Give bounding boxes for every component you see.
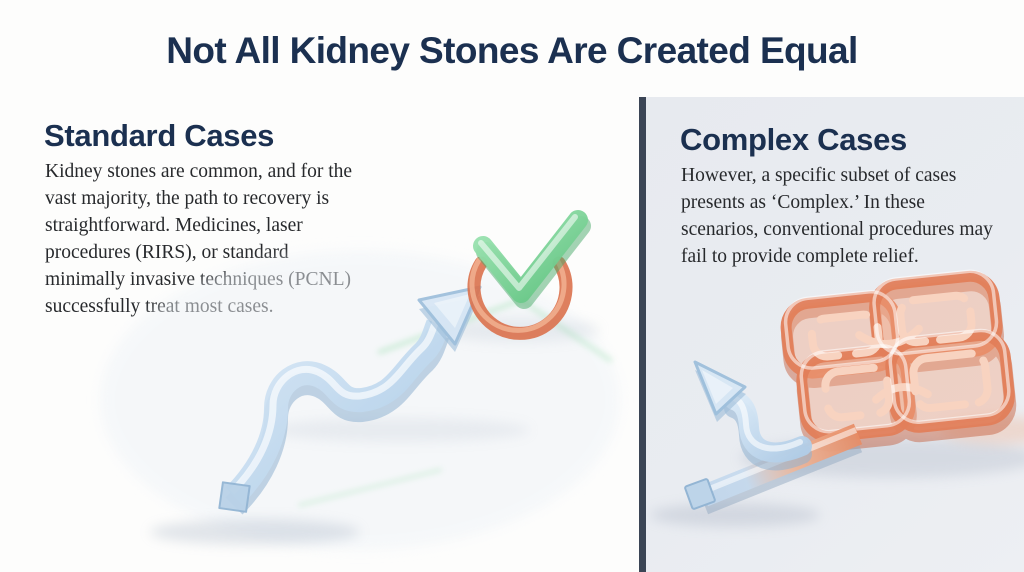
standard-cases-heading: Standard Cases <box>44 118 275 153</box>
page-title: Not All Kidney Stones Are Created Equal <box>166 30 858 71</box>
uturn-arrowhead <box>693 360 747 416</box>
complex-cases-body: However, a specific subset of cases pres… <box>681 165 993 267</box>
vertical-divider <box>639 97 646 572</box>
arrow-end-face <box>218 481 251 513</box>
arrow-shadow <box>150 519 360 545</box>
tube-end-face <box>684 478 716 510</box>
standard-path-illustration <box>100 210 620 550</box>
arrowhead <box>417 285 482 346</box>
broken-ring-icon <box>467 256 573 340</box>
glass-arrow-icon <box>218 285 482 515</box>
checkmark-icon <box>473 210 591 309</box>
complex-maze-illustration <box>650 269 1024 527</box>
uturn-arrow-icon <box>693 360 812 471</box>
complex-cases-heading: Complex Cases <box>680 122 907 157</box>
maze-icon <box>780 269 1017 452</box>
